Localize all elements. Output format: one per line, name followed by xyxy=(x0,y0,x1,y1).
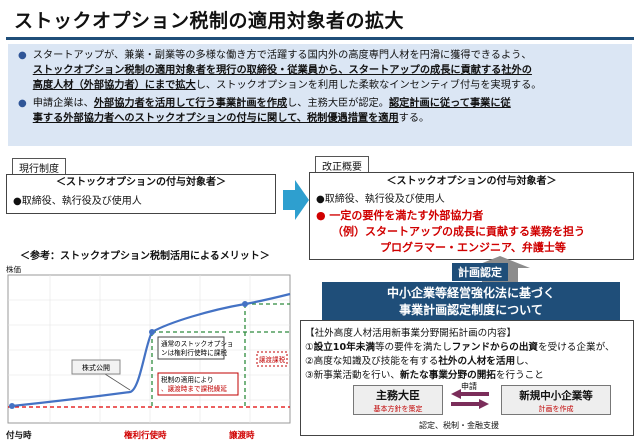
proposal-example: （例）スタートアップの成長に貢献する業務を担う xyxy=(332,225,585,238)
detail-item-3: ③新事業活動を行い、新たな事業分野の開拓を行うこと xyxy=(305,369,629,383)
summary-emphasis: 高度人材（外部協力者）にまで拡大 xyxy=(32,80,196,91)
current-system-box: ＜ストックオプションの付与対象者＞ ●取締役、執行役及び使用人 xyxy=(6,174,276,214)
minister-box: 主務大臣 基本方針を策定 xyxy=(353,385,443,415)
current-eligible-item: ●取締役、執行役及び使用人 xyxy=(13,196,142,207)
company-box: 新規中小企業等 計画を作成 xyxy=(501,385,611,415)
y-axis-label: 株価 xyxy=(6,265,21,274)
transfer-tax-callout xyxy=(256,351,288,367)
summary-emphasis: 外部協力者を活用して行う事業計画を作成 xyxy=(93,98,288,109)
transfer-tax-label: 譲渡課税 xyxy=(259,355,286,364)
right-arrow-icon xyxy=(283,180,309,220)
detail-text: し、 xyxy=(515,356,535,367)
bullet-dot-icon: ● xyxy=(18,50,27,61)
summary-emphasis: 認定計画に従って事業に従 xyxy=(389,98,511,109)
summary-text: し、ストックオプションを利用した柔軟なインセンティブ付与を実現する。 xyxy=(195,80,542,91)
summary-bullet-1: ● スタートアップが、兼業・副業等の多様な働き方で活躍する国内外の高度専門人材を… xyxy=(18,48,622,93)
deferral-callout xyxy=(157,372,239,396)
transfer-point xyxy=(242,301,248,307)
company-sub-label: 計画を作成 xyxy=(538,405,574,413)
banner-line-1: 中小企業等経営強化法に基づく xyxy=(386,286,555,300)
ipo-pointer xyxy=(104,373,131,391)
summary-panel: ● スタートアップが、兼業・副業等の多様な働き方で活躍する国内外の高度専門人材を… xyxy=(8,44,632,146)
detail-text: を受ける企業が、 xyxy=(538,342,615,353)
normal-tax-label-2: ンは権利行使時に課税 xyxy=(161,348,227,357)
plan-detail-box: 【社外高度人材活用新事業分野開拓計画の内容】 ①設立10年未満等の要件を満たしフ… xyxy=(300,320,634,436)
deferral-label-2: 、譲渡時まで課税繰延 xyxy=(161,384,227,393)
grant-point xyxy=(9,403,15,409)
apply-label: 申請 xyxy=(461,382,477,391)
x-tick-exercise: 権利行使時 xyxy=(124,431,167,441)
minister-label: 主務大臣 xyxy=(376,389,420,402)
detail-num: ① xyxy=(305,342,314,353)
ipo-label: 株式公開 xyxy=(82,363,110,372)
company-label: 新規中小企業等 xyxy=(519,390,593,402)
summary-text: スタートアップが、兼業・副業等の多様な働き方で活躍する国内外の高度専門人材を円滑… xyxy=(32,50,532,61)
detail-emphasis: 新たな事業分野の開拓 xyxy=(399,370,496,381)
exercise-point xyxy=(149,329,155,335)
ipo-callout xyxy=(71,359,121,375)
x-tick-transfer: 譲渡時 xyxy=(229,431,255,441)
chart-title: ＜参考：ストックオプション税制活用によるメリット＞ xyxy=(20,251,270,262)
detail-text: ③新事業活動を行い、 xyxy=(305,370,400,381)
proposal-external-partner: ● 一定の要件を満たす外部協力者 xyxy=(316,209,484,222)
exchange-arrows-icon xyxy=(451,389,489,409)
proposal-example-roles: プログラマー・エンジニア、弁護士等 xyxy=(380,241,566,254)
plan-certification-label: 計画認定 xyxy=(452,263,508,281)
bullet-dot-icon: ● xyxy=(18,98,27,109)
x-tick-grant: 付与時 xyxy=(6,431,32,441)
title-underline xyxy=(6,37,634,40)
certification-system-banner: 中小企業等経営強化法に基づく 事業計画認定制度について xyxy=(322,282,620,322)
detail-text: ②高度な知識及び技能を有する xyxy=(305,356,439,367)
detail-emphasis: 社外の人材を活用 xyxy=(438,356,516,367)
proposal-box: ＜ストックオプションの付与対象者＞ ●取締役、執行役及び使用人 ● 一定の要件を… xyxy=(309,172,634,260)
detail-item-1: ①設立10年未満等の要件を満たしファンドからの出資を受ける企業が、 xyxy=(305,341,629,355)
page-title: ストックオプション税制の適用対象者の拡大 xyxy=(14,10,405,32)
detail-emphasis: 設立10年未満 xyxy=(313,342,375,353)
summary-emphasis: ストックオプション税制の適用対象者を現行の取締役・従業員から、スタートアップの成… xyxy=(32,65,532,76)
detail-text: を行うこと xyxy=(495,370,544,381)
proposal-tag: 改正概要 xyxy=(315,156,369,175)
summary-bullet-2: ● 申請企業は、外部協力者を活用して行う事業計画を作成し、主務大臣が認定。認定計… xyxy=(18,96,622,126)
support-label: 認定、税制・金融支援 xyxy=(419,421,499,430)
deferral-label-1: 税制の適用により xyxy=(161,375,214,384)
banner-line-2: 事業計画認定制度について xyxy=(399,303,543,317)
summary-text: し、主務大臣が認定。 xyxy=(287,98,389,109)
detail-item-2: ②高度な知識及び技能を有する社外の人材を活用し、 xyxy=(305,355,629,369)
summary-text: 申請企業は、 xyxy=(32,98,94,109)
summary-text: する。 xyxy=(398,113,430,124)
plot-area xyxy=(7,274,291,424)
proposal-eligible-item: ●取締役、執行役及び使用人 xyxy=(316,194,445,205)
detail-text: 等の要件を満たし xyxy=(374,342,452,353)
current-box-heading: ＜ストックオプションの付与対象者＞ xyxy=(56,177,226,188)
normal-tax-callout xyxy=(157,336,225,360)
detail-heading: 【社外高度人材活用新事業分野開拓計画の内容】 xyxy=(305,328,517,339)
proposal-box-heading: ＜ストックオプションの付与対象者＞ xyxy=(386,176,557,187)
normal-tax-label-1: 通常のストックオプショ xyxy=(161,339,234,348)
minister-sub-label: 基本方針を策定 xyxy=(373,405,423,413)
stock-price-chart: 株式公開 通常のストックオプショ ンは権利行使時に課税 税制の適用により 、譲渡… xyxy=(7,274,291,424)
detail-emphasis: ファンドからの出資 xyxy=(451,342,539,353)
summary-emphasis: 事する外部協力者へのストックオプションの付与に関して、税制優遇措置を適用 xyxy=(32,113,399,124)
